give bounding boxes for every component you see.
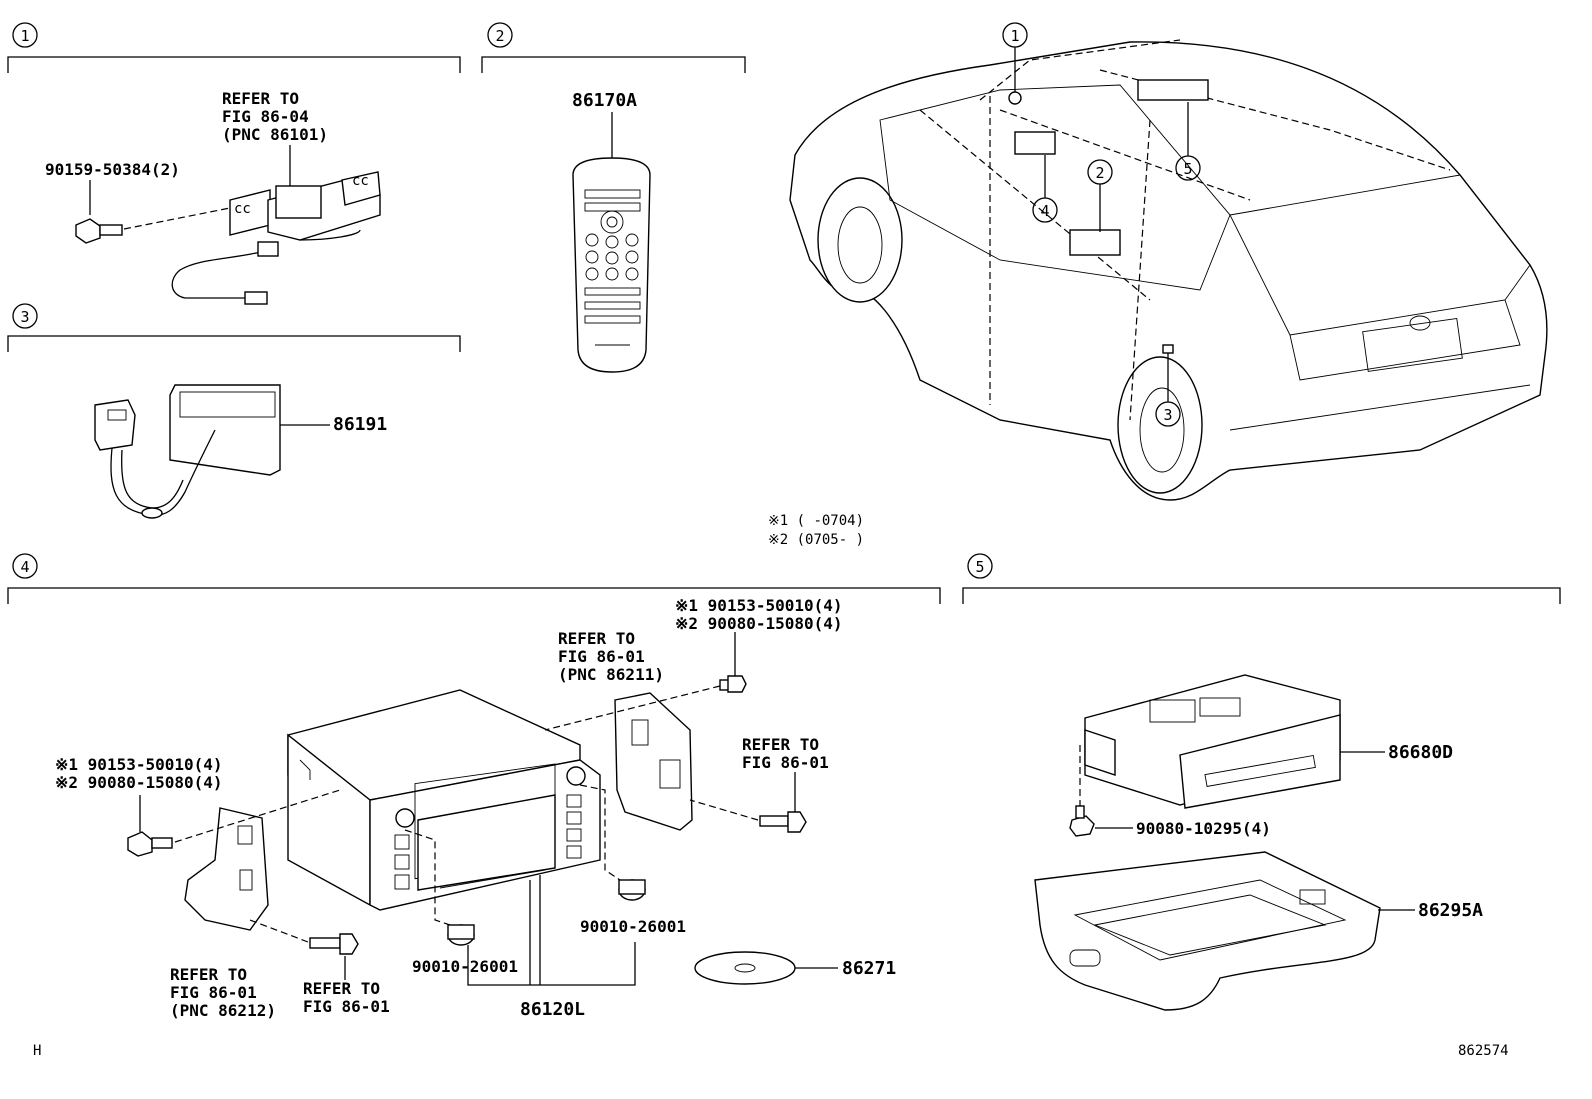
callout-3-text: 3 (1163, 406, 1172, 424)
callout-2: 2 (1087, 159, 1113, 232)
player-screw-icon (1069, 805, 1095, 837)
refer-screw-right-1: REFER TO (742, 735, 819, 754)
callout-2-text: 2 (1095, 164, 1104, 182)
knob-left-icon (447, 924, 475, 946)
svg-text:cc: cc (352, 173, 369, 189)
refer-to-label: REFER TO (222, 89, 299, 108)
callout-3: 3 (1155, 353, 1181, 427)
antenna-bracket-icon: cc cc (171, 171, 381, 305)
section-5-header: 5 (962, 553, 1561, 604)
disc-icon (694, 951, 796, 985)
section-3-drawing: 86191 (94, 384, 387, 519)
note-1: ※1 ( -0704) (768, 513, 864, 529)
refer-bracket-right-3: (PNC 86211) (558, 665, 664, 684)
callout-5: 5 (1175, 102, 1201, 181)
head-unit-part-number: 86120L (520, 999, 585, 1020)
screw-left-icon (127, 831, 173, 857)
refer-bracket-left-3: (PNC 86212) (170, 1001, 276, 1020)
footer-left: H (33, 1043, 41, 1059)
knob-right-icon (618, 879, 646, 901)
section-3-header: 3 (7, 303, 461, 352)
screw-top-icon (719, 675, 747, 693)
section-2-drawing: 86170A (572, 90, 651, 373)
section-1-header: 1 (7, 22, 461, 73)
callout-1-text: 1 (1010, 27, 1019, 45)
remote-control-icon (572, 157, 651, 373)
refer-bracket-left-1: REFER TO (170, 965, 247, 984)
screw-top-note-2: ※2 90080-15080(4) (675, 614, 843, 633)
refer-bracket-left-2: FIG 86-01 (170, 983, 257, 1002)
screw-right-icon (759, 811, 807, 833)
left-bracket-icon (184, 807, 269, 931)
dvd-player-icon (1084, 674, 1341, 809)
callout-4: 4 (1032, 155, 1058, 223)
refer-screw-left-2: FIG 86-01 (303, 997, 390, 1016)
player-screw-part-number: 90080-10295(4) (1136, 819, 1271, 838)
vehicle-view: 1 2 3 4 5 (789, 22, 1548, 501)
control-module-icon (94, 384, 281, 519)
svg-text:cc: cc (234, 201, 251, 217)
screw-left-note-2: ※2 90080-15080(4) (55, 773, 223, 792)
section-1-drawing: REFER TO FIG 86-04 (PNC 86101) 90159-503… (45, 89, 381, 305)
section-4-header: 4 (7, 553, 941, 604)
bolt-icon (75, 218, 123, 244)
refer-bracket-right-2: FIG 86-01 (558, 647, 645, 666)
callout-4-text: 4 (1040, 202, 1049, 220)
section-4-drawing: ※1 90153-50010(4) ※2 90080-15080(4) REFE… (55, 596, 896, 1020)
screw-top-note-1: ※1 90153-50010(4) (675, 596, 843, 615)
module-part-number: 86191 (333, 414, 387, 435)
bolt-part-number: 90159-50384(2) (45, 160, 180, 179)
section-2-number: 2 (495, 27, 504, 45)
callout-5-text: 5 (1183, 160, 1192, 178)
refer-bracket-right-1: REFER TO (558, 629, 635, 648)
knob-right-part-number: 90010-26001 (580, 917, 686, 936)
console-housing-icon (1034, 851, 1381, 1011)
refer-fig-label: FIG 86-04 (222, 107, 309, 126)
callout-1: 1 (1002, 22, 1028, 92)
knob-left-part-number: 90010-26001 (412, 957, 518, 976)
section-4-number: 4 (20, 558, 29, 576)
screw-bottom-icon (309, 933, 359, 955)
disc-part-number: 86271 (842, 958, 896, 979)
remote-part-number: 86170A (572, 90, 637, 111)
section-5-drawing: 86680D 90080-10295(4) 86295A (1034, 674, 1483, 1011)
refer-pnc-label: (PNC 86101) (222, 125, 328, 144)
section-3-number: 3 (20, 308, 29, 326)
section-1-number: 1 (20, 27, 29, 45)
section-5-number: 5 (975, 558, 984, 576)
screw-left-note-1: ※1 90153-50010(4) (55, 755, 223, 774)
refer-screw-left-1: REFER TO (303, 979, 380, 998)
navigation-head-unit-icon (287, 689, 601, 911)
right-bracket-icon (614, 692, 693, 831)
section-2-header: 2 (481, 22, 746, 73)
refer-screw-right-2: FIG 86-01 (742, 753, 829, 772)
player-part-number: 86680D (1388, 742, 1453, 763)
housing-part-number: 86295A (1418, 900, 1483, 921)
note-2: ※2 (0705- ) (768, 532, 864, 548)
minivan-icon (789, 39, 1548, 501)
footer-right: 862574 (1458, 1043, 1509, 1059)
